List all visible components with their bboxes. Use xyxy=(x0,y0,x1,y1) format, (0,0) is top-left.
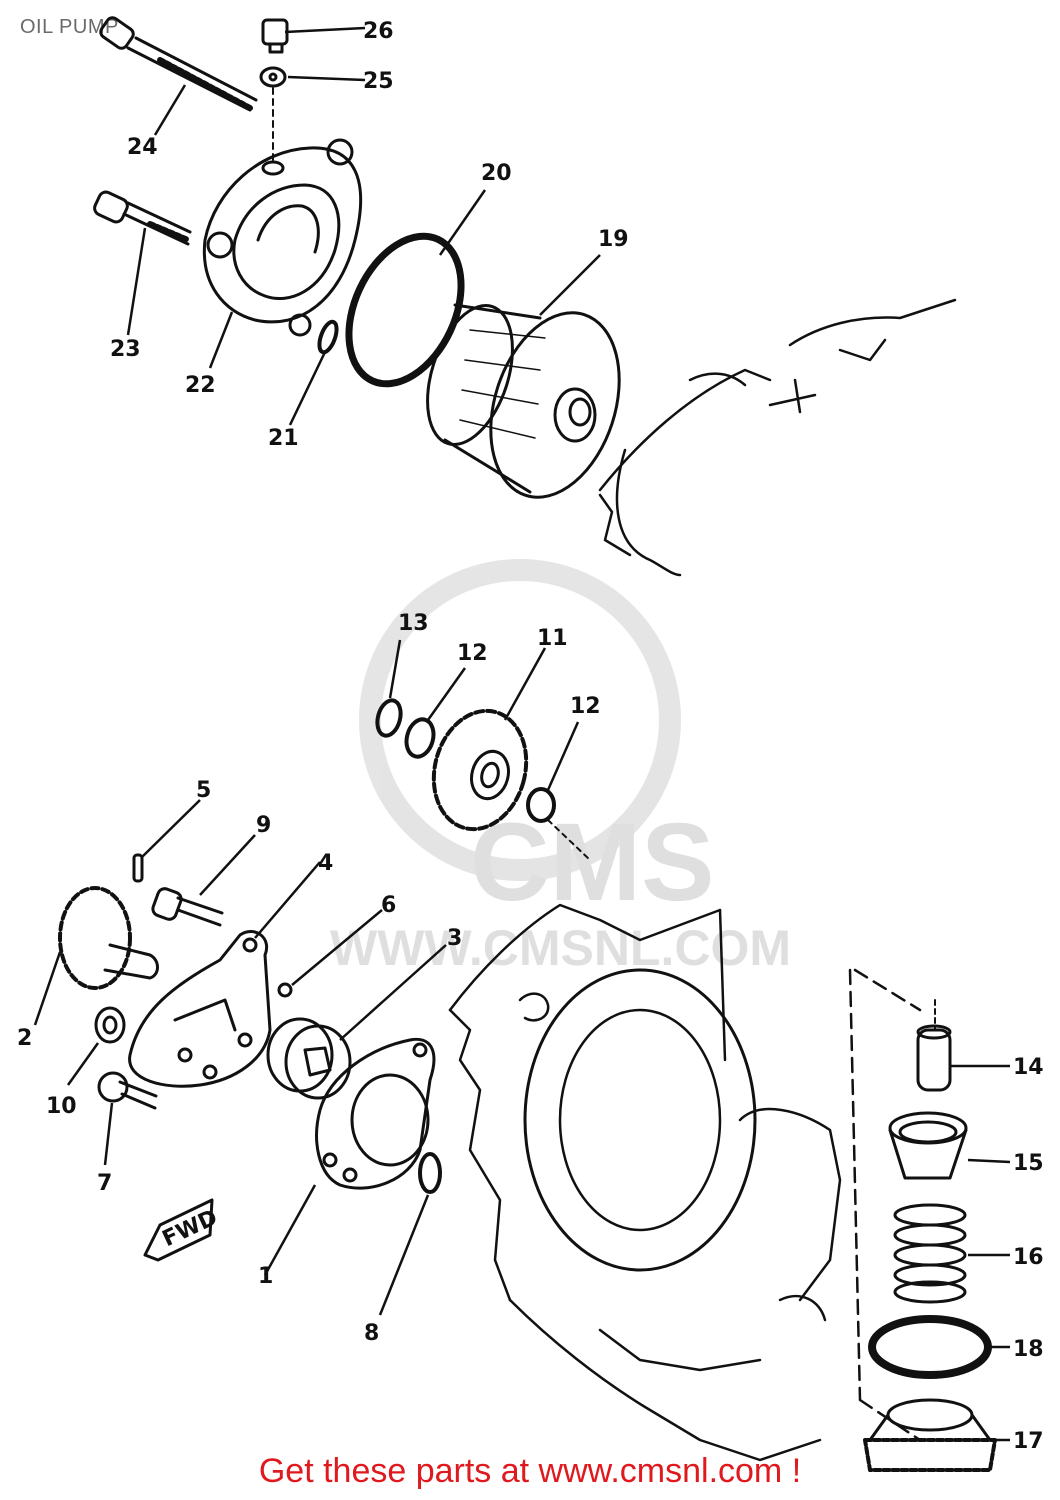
label-part-1: 1 xyxy=(258,1264,273,1289)
label-part-15: 15 xyxy=(1013,1151,1044,1176)
plunger-14 xyxy=(916,1024,952,1092)
label-part-12a: 12 xyxy=(457,641,488,666)
circlip-13 xyxy=(375,698,403,738)
fwd-arrow xyxy=(143,1198,214,1262)
bolt-9 xyxy=(151,887,224,927)
label-part-22: 22 xyxy=(185,373,216,398)
pump-cover-1 xyxy=(315,1037,436,1190)
bolt-26 xyxy=(261,18,289,54)
label-part-16: 16 xyxy=(1013,1245,1044,1270)
label-part-17: 17 xyxy=(1013,1429,1044,1454)
pump-housing-4 xyxy=(128,930,272,1088)
label-part-5: 5 xyxy=(196,778,211,803)
label-part-6: 6 xyxy=(381,893,396,918)
label-part-25: 25 xyxy=(363,69,394,94)
bolt-24 xyxy=(99,16,258,112)
o-ring-18 xyxy=(868,1315,992,1379)
o-ring-20 xyxy=(345,232,465,388)
label-part-18: 18 xyxy=(1013,1337,1044,1362)
label-part-4: 4 xyxy=(318,851,333,876)
spring-16 xyxy=(893,1203,967,1304)
label-part-14: 14 xyxy=(1013,1055,1044,1080)
label-part-19: 19 xyxy=(598,227,629,252)
label-part-3: 3 xyxy=(447,926,462,951)
plug-17 xyxy=(863,1398,997,1472)
label-part-7: 7 xyxy=(97,1171,112,1196)
screw-7 xyxy=(97,1071,158,1110)
label-part-12b: 12 xyxy=(570,694,601,719)
gear-11 xyxy=(431,708,529,832)
crankcase-upper xyxy=(598,298,957,577)
dowel-6 xyxy=(277,982,293,998)
label-part-9: 9 xyxy=(256,813,271,838)
o-ring-21 xyxy=(317,319,339,355)
pin-5 xyxy=(132,853,144,883)
label-part-13: 13 xyxy=(398,611,429,636)
label-part-20: 20 xyxy=(481,161,512,186)
washer-25 xyxy=(259,66,287,88)
leader-lines xyxy=(33,26,1011,1442)
bolt-23 xyxy=(93,190,192,246)
crankcase-lower xyxy=(448,903,842,1462)
bushing-10 xyxy=(94,1006,126,1044)
watermark-url: WWW.CMSNL.COM xyxy=(330,920,791,976)
label-part-10: 10 xyxy=(46,1094,77,1119)
label-part-21: 21 xyxy=(268,426,299,451)
filter-cover-22 xyxy=(202,138,363,337)
label-part-8: 8 xyxy=(364,1321,379,1346)
label-part-11: 11 xyxy=(537,626,568,651)
footer-promo-text[interactable]: Get these parts at www.cmsnl.com ! xyxy=(258,1452,802,1490)
label-part-24: 24 xyxy=(127,135,158,160)
label-part-2: 2 xyxy=(17,1026,32,1051)
oil-filter-19 xyxy=(426,303,621,499)
label-part-26: 26 xyxy=(363,19,394,44)
cap-15 xyxy=(888,1111,968,1180)
washer-12a xyxy=(404,717,436,759)
o-ring-8 xyxy=(418,1152,442,1194)
watermark: CMS WWW.CMSNL.COM xyxy=(330,559,791,976)
gear-shaft-2 xyxy=(58,886,159,990)
diagram-title: OIL PUMP xyxy=(20,16,119,38)
watermark-brand: CMS xyxy=(470,801,714,924)
washer-12b xyxy=(526,787,556,823)
label-part-23: 23 xyxy=(110,337,141,362)
rotor-3 xyxy=(266,1017,352,1100)
